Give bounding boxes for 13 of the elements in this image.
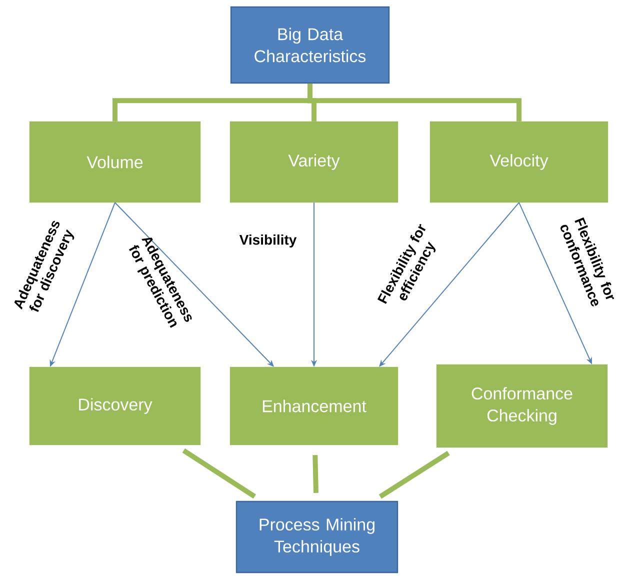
bracket-line: [308, 84, 522, 122]
category-box: Velocity: [430, 121, 608, 203]
connector-line: [312, 455, 318, 493]
heading-box: Big Data Characteristics: [230, 6, 390, 84]
connector-line: [182, 448, 256, 499]
connector-line: [378, 450, 450, 499]
category-box: Volume: [29, 121, 201, 203]
heading-box: Process Mining Techniques: [236, 500, 398, 574]
edge-label: Visibility: [239, 234, 297, 248]
category-box: Conformance Checking: [436, 364, 608, 448]
category-box: Enhancement: [230, 366, 398, 446]
category-box: Variety: [230, 121, 398, 203]
category-box: Discovery: [29, 366, 201, 446]
